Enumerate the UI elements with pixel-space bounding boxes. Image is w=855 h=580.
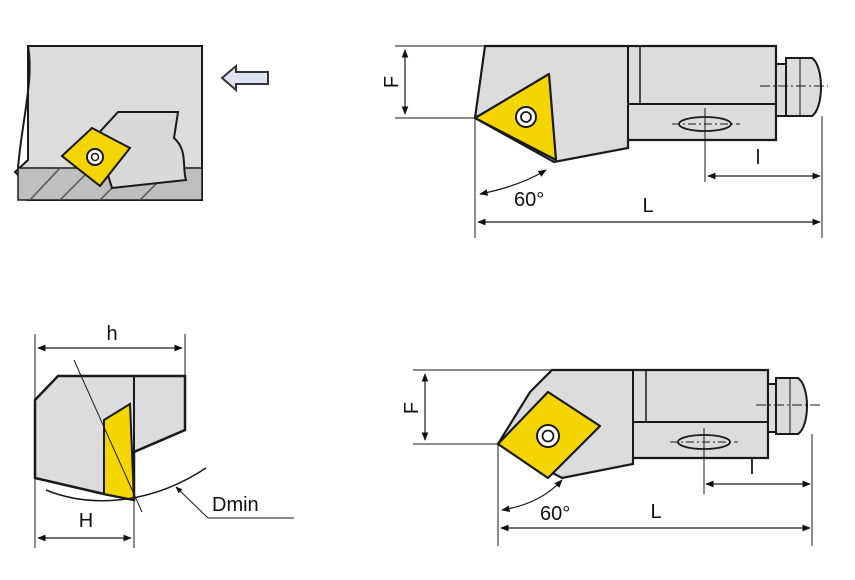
dmin-arc [45, 467, 207, 502]
top-view-square: F l L 60° [401, 368, 822, 546]
end-cap-2 [767, 383, 777, 433]
dim-F-top: F [381, 76, 403, 88]
dim-l-bottom: l [750, 457, 754, 479]
top-view: F l L 60° [381, 44, 828, 238]
holder-body-small [94, 111, 188, 190]
end-cap [775, 63, 787, 117]
dim-Dmin: Dmin [212, 494, 259, 516]
angle-label-bottom: 60° [540, 503, 570, 525]
application-view [13, 45, 269, 201]
left-arrow-icon [220, 63, 269, 93]
angle-label-top: 60° [514, 189, 544, 211]
dim-h: h [106, 323, 117, 345]
dim-L-top: L [642, 195, 653, 217]
dim-L-bottom: L [650, 501, 661, 523]
dim-l-top: l [756, 147, 760, 169]
dim-H: H [79, 510, 93, 532]
insert-end-view [103, 402, 136, 502]
dim-F-bottom: F [401, 402, 423, 414]
end-view: Dmin h H [33, 323, 294, 548]
